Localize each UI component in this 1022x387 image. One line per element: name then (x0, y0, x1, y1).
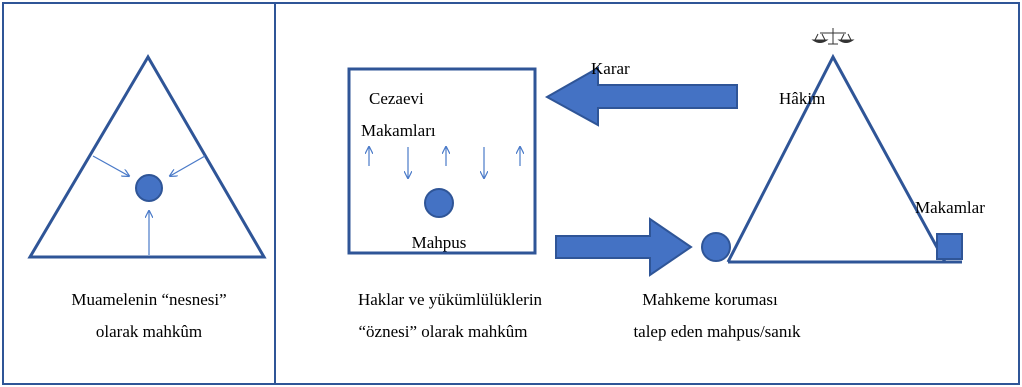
left-panel: Muamelenin “nesnesi” olarak mahkûm (27, 54, 267, 341)
decision-arrow (544, 66, 738, 127)
prisoner-defendant-dot (701, 232, 731, 262)
prisoner-object-dot (135, 174, 163, 202)
decision-label: Karar (591, 59, 630, 78)
object-triangle (27, 54, 267, 259)
scales-of-justice-icon (811, 28, 855, 45)
authorities-square (936, 233, 963, 260)
middle-caption-line1: Haklar ve yükümlülüklerin (358, 290, 543, 309)
request-arrow (555, 217, 693, 277)
court-triangle (726, 53, 947, 263)
authorities-label: Makamlar (915, 198, 985, 217)
prison-authority-box (347, 67, 537, 255)
left-caption-line1: Muamelenin “nesnesi” (71, 290, 226, 309)
judge-label: Hâkim (779, 89, 825, 108)
right-caption-line1: Mahkeme koruması (642, 290, 778, 309)
prison-box-group: Cezaevi Makamları Mahpus Haklar ve yüküm… (347, 67, 543, 341)
prisoner-label: Mahpus (412, 233, 467, 252)
prisoner-subject-dot (424, 188, 454, 218)
left-caption-line2: olarak mahkûm (96, 322, 202, 341)
right-caption-line2: talep eden mahpus/sanık (633, 322, 801, 341)
box-title-line2: Makamları (361, 121, 436, 140)
middle-caption-line2: “öznesi” olarak mahkûm (359, 322, 528, 341)
pressure-arrow-right (170, 155, 206, 176)
box-title-line1: Cezaevi (369, 89, 424, 108)
pressure-arrow-left (92, 155, 129, 176)
court-triangle-group: Hâkim Makamlar Mahkeme koruması talep ed… (633, 28, 985, 341)
